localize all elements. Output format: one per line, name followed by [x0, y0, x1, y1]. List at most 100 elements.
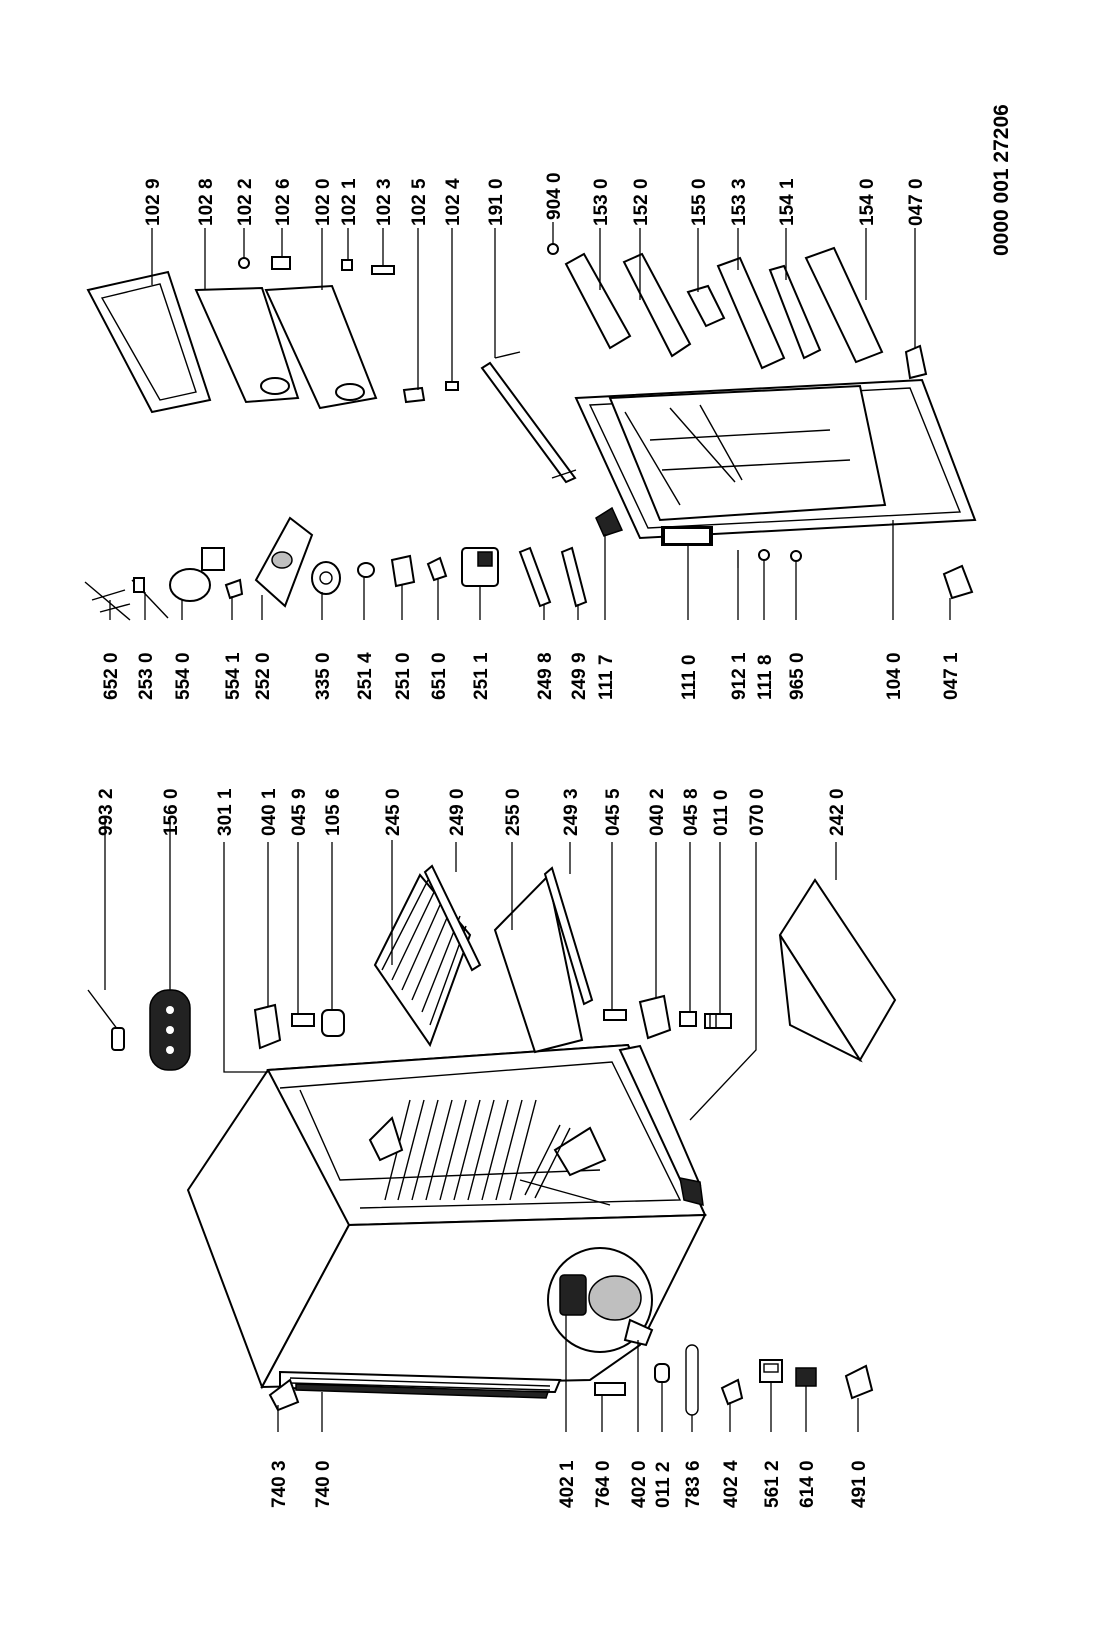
- label-912-1: 912 1: [729, 652, 750, 700]
- label-301-1: 301 1: [215, 788, 236, 836]
- part-651-0: [426, 556, 448, 582]
- door-bin-153-0: [564, 252, 632, 350]
- door-bin-154-0: [804, 246, 884, 364]
- label-153-3: 153 3: [729, 178, 750, 226]
- label-011-2: 011 2: [653, 1462, 674, 1509]
- label-251-1: 251 1: [471, 652, 492, 700]
- freezer-flap-102-0: [264, 284, 378, 410]
- part-040-2: [638, 994, 672, 1040]
- door-gasket-191-0: [480, 351, 577, 484]
- label-102-2: 102 2: [235, 178, 256, 226]
- part-045-5: [603, 1009, 627, 1021]
- part-249-9: [560, 546, 588, 608]
- part-102-4: [445, 381, 459, 391]
- label-102-6: 102 6: [273, 178, 294, 226]
- part-011-0: [704, 1013, 732, 1029]
- part-111-7: [595, 506, 624, 537]
- label-554-1: 554 1: [223, 652, 244, 700]
- label-491-0: 491 0: [849, 1460, 870, 1508]
- wire-shelf-245-0: [373, 873, 472, 1048]
- part-251-1: [461, 547, 499, 587]
- label-904-0: 904 0: [544, 172, 565, 220]
- label-335-0: 335 0: [313, 652, 334, 700]
- door-bin-152-0: [622, 252, 692, 358]
- part-252-0: [254, 516, 314, 608]
- label-102-0: 102 0: [313, 178, 334, 226]
- door-bin-153-3: [716, 256, 786, 370]
- label-249-9: 249 9: [569, 652, 590, 700]
- label-993-2: 993 2: [96, 788, 117, 836]
- label-111-7: 111 7: [596, 655, 617, 700]
- label-152-0: 152 0: [631, 178, 652, 226]
- label-045-9: 045 9: [289, 788, 310, 836]
- part-993-2: [87, 989, 125, 1051]
- shelf-trim-249-0: [423, 864, 482, 972]
- label-740-3: 740 3: [269, 1460, 290, 1508]
- part-554-1: [224, 578, 244, 600]
- label-561-2: 561 2: [762, 1460, 783, 1508]
- compressor-assembly: [547, 1247, 654, 1353]
- part-335-0: [311, 561, 341, 595]
- glass-shelf-255-0: [493, 873, 584, 1054]
- part-402-4: [720, 1378, 744, 1406]
- label-104-0: 104 0: [884, 652, 905, 700]
- part-047-0: [904, 344, 928, 380]
- label-047-1: 047 1: [941, 652, 962, 700]
- label-965-0: 965 0: [787, 652, 808, 700]
- part-102-1: [341, 259, 353, 271]
- label-105-6: 105 6: [323, 788, 344, 836]
- label-614-0: 614 0: [797, 1460, 818, 1508]
- part-652-0: [84, 581, 131, 621]
- label-402-4: 402 4: [721, 1460, 742, 1508]
- label-249-3: 249 3: [561, 788, 582, 836]
- part-561-2: [759, 1359, 783, 1383]
- label-242-0: 242 0: [827, 788, 848, 836]
- document-number: 0000 001 27206: [990, 104, 1013, 256]
- label-102-4: 102 4: [443, 178, 464, 226]
- label-102-5: 102 5: [409, 178, 430, 226]
- label-102-8: 102 8: [196, 178, 217, 226]
- label-764-0: 764 0: [593, 1460, 614, 1508]
- label-040-2: 040 2: [647, 788, 668, 836]
- label-154-0: 154 0: [857, 178, 878, 226]
- label-156-0: 156 0: [161, 788, 182, 836]
- label-783-6: 783 6: [683, 1460, 704, 1508]
- label-245-0: 245 0: [383, 788, 404, 836]
- label-251-4: 251 4: [355, 652, 376, 700]
- egg-tray-155-0: [686, 284, 726, 328]
- label-045-5: 045 5: [603, 788, 624, 836]
- label-047-0: 047 0: [906, 178, 927, 226]
- label-253-0: 253 0: [136, 652, 157, 700]
- door-assembly-104-0: [574, 378, 977, 546]
- part-740-3: [268, 1378, 300, 1412]
- part-102-5: [402, 386, 426, 404]
- label-111-0: 111 0: [679, 655, 700, 700]
- part-102-2: [238, 257, 250, 269]
- part-251-0: [390, 554, 416, 588]
- part-253-0: [131, 577, 169, 619]
- label-045-8: 045 8: [681, 788, 702, 836]
- label-402-1: 402 1: [557, 1460, 578, 1508]
- part-904-0: [547, 243, 559, 255]
- label-102-1: 102 1: [339, 178, 360, 226]
- condenser-740-0: [279, 1370, 562, 1399]
- label-111-8: 111 8: [755, 655, 776, 700]
- label-154-1: 154 1: [777, 178, 798, 226]
- label-153-0: 153 0: [591, 178, 612, 226]
- part-102-6: [271, 256, 291, 270]
- label-249-8: 249 8: [535, 652, 556, 700]
- part-783-6: [685, 1344, 699, 1416]
- label-651-0: 651 0: [429, 652, 450, 700]
- label-249-0: 249 0: [447, 788, 468, 836]
- label-652-0: 652 0: [101, 652, 122, 700]
- label-102-3: 102 3: [374, 178, 395, 226]
- part-491-0: [844, 1364, 874, 1400]
- label-040-1: 040 1: [259, 788, 280, 836]
- label-740-0: 740 0: [313, 1460, 334, 1508]
- part-965-0: [790, 550, 802, 562]
- part-249-8: [518, 546, 552, 608]
- label-251-0: 251 0: [393, 652, 414, 700]
- door-frame-strip-070-0: [618, 1044, 704, 1207]
